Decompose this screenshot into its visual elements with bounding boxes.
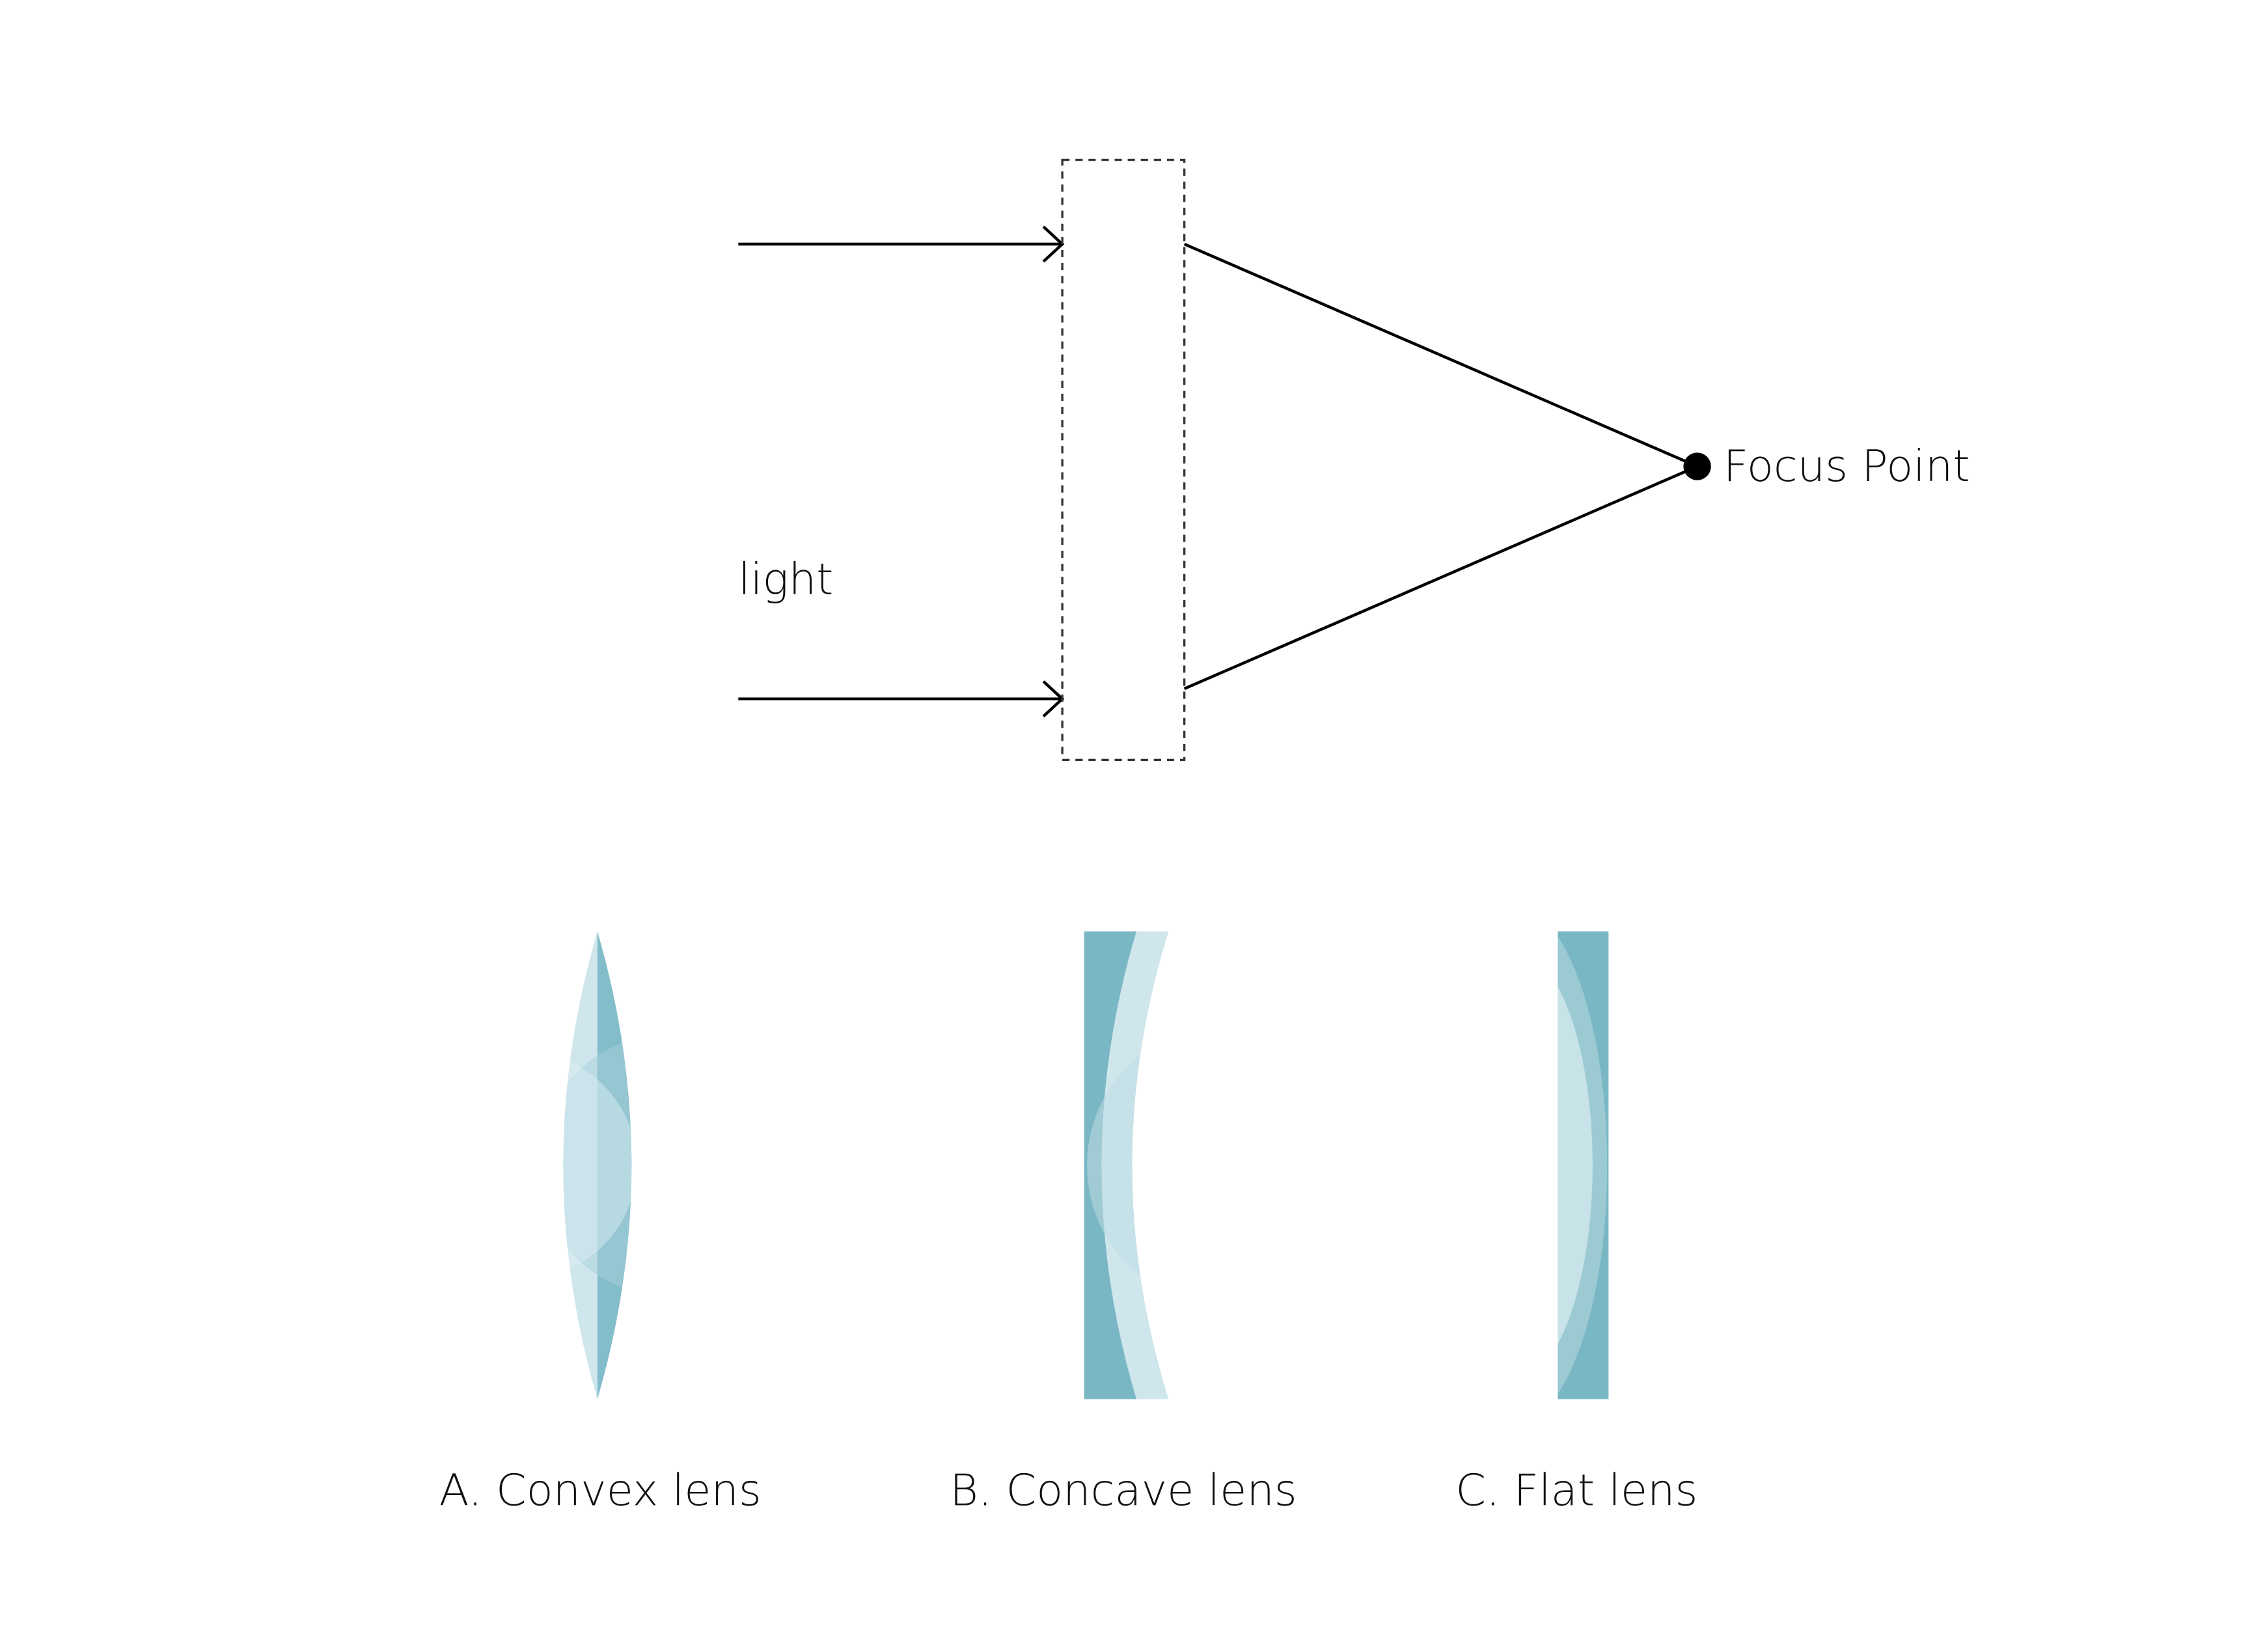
light-label: light xyxy=(738,554,833,605)
converging-rays xyxy=(1183,242,1698,691)
convex-lens-caption: A. Convex lens xyxy=(439,1465,762,1516)
unknown-lens-box xyxy=(1061,158,1186,762)
flat-lens-caption: C. Flat lens xyxy=(1455,1465,1697,1516)
refracted-ray-bottom xyxy=(1183,465,1698,691)
flat-lens-shape xyxy=(1558,931,1609,1399)
concave-lens-shape xyxy=(1084,931,1169,1399)
incoming-light-rays xyxy=(738,225,1065,718)
focus-point-label: Focus Point xyxy=(1724,441,1970,491)
convex-lens-shape xyxy=(563,931,632,1399)
focus-point-dot xyxy=(1683,452,1711,480)
concave-lens-caption: B. Concave lens xyxy=(950,1465,1297,1516)
refracted-ray-top xyxy=(1183,242,1698,468)
